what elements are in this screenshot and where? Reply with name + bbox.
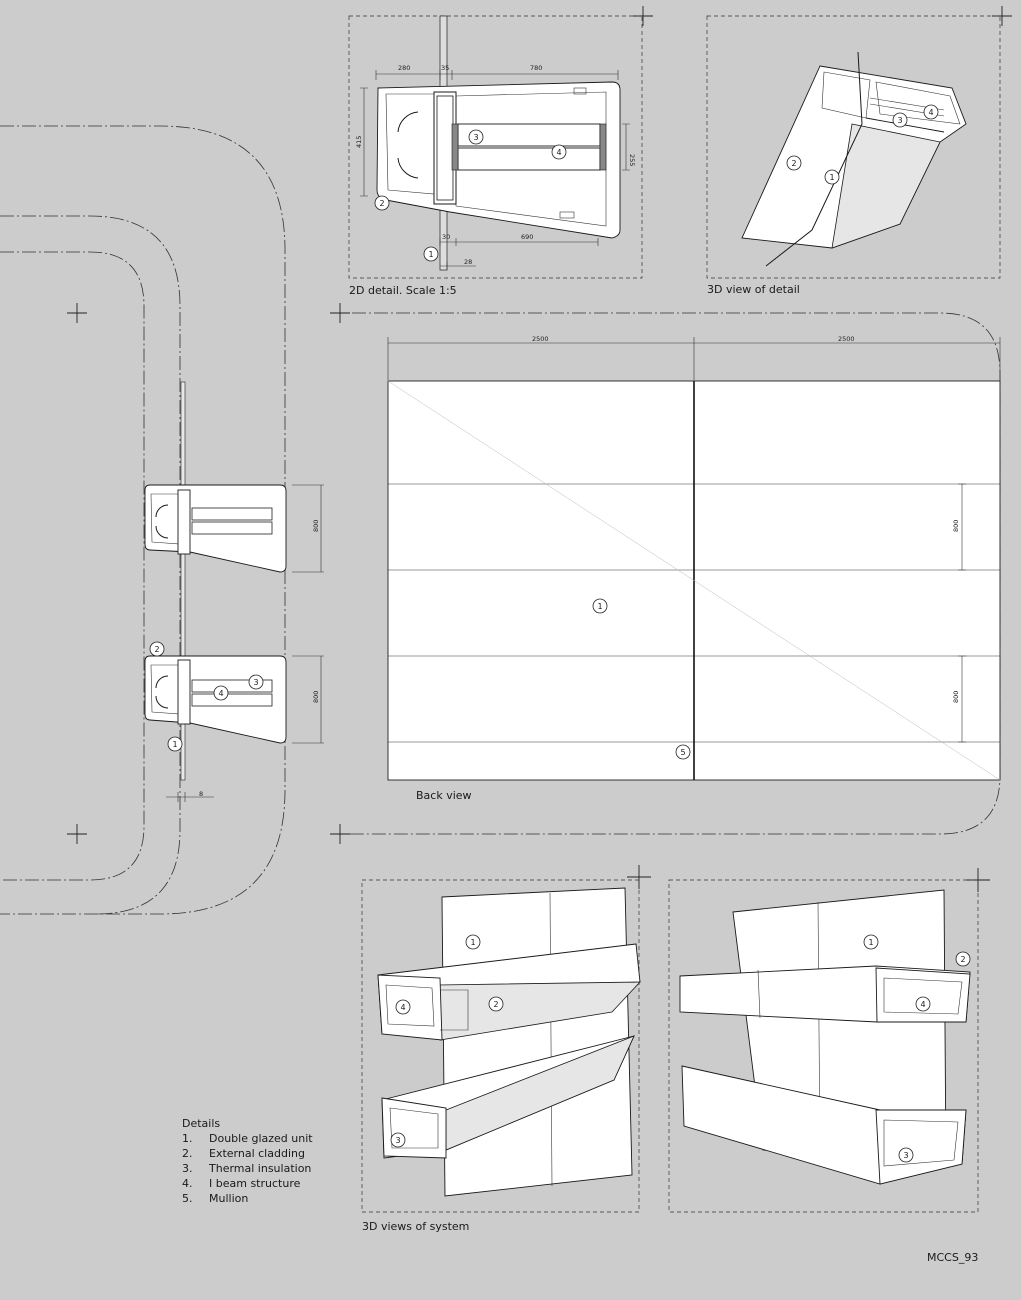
dim-2500-left: 2500 (532, 335, 549, 343)
legend-text: I beam structure (209, 1177, 301, 1190)
back-view-markers: 1 5 (592, 598, 691, 760)
svg-text:3: 3 (395, 1136, 400, 1145)
svg-text:4: 4 (928, 108, 933, 117)
svg-text:1: 1 (868, 938, 873, 947)
detail-3d-title: 3D view of detail (707, 283, 800, 296)
system-3d-left (361, 879, 641, 1213)
svg-text:3: 3 (903, 1151, 908, 1160)
legend-num: 3. (182, 1162, 193, 1175)
legend-text: External cladding (209, 1147, 305, 1160)
dim-35: 35 (441, 64, 449, 72)
dim-255: 255 (628, 154, 636, 166)
legend-text: Double glazed unit (209, 1132, 313, 1145)
legend: Details 1. Double glazed unit 2. Externa… (182, 1117, 313, 1205)
svg-text:1: 1 (172, 740, 177, 749)
svg-text:2: 2 (493, 1000, 498, 1009)
dim-280: 280 (398, 64, 410, 72)
svg-text:3: 3 (897, 116, 902, 125)
dim-800-back-lower: 800 (952, 691, 960, 703)
detail-3d-frame (706, 15, 1001, 279)
section-markers: 2 3 4 1 (149, 641, 264, 752)
detail-2d-markers: 3 4 2 1 (374, 129, 567, 262)
svg-text:1: 1 (428, 250, 433, 259)
svg-text:2: 2 (791, 159, 796, 168)
legend-num: 5. (182, 1192, 193, 1205)
svg-text:4: 4 (218, 689, 223, 698)
legend-text: Thermal insulation (208, 1162, 311, 1175)
dim-415: 415 (355, 136, 363, 148)
detail-2d-frame (348, 15, 643, 279)
svg-text:4: 4 (920, 1000, 925, 1009)
svg-text:2: 2 (154, 645, 159, 654)
dim-800-section-lower: 800 (312, 691, 320, 703)
svg-text:2: 2 (379, 199, 384, 208)
svg-text:4: 4 (556, 148, 561, 157)
system-3d-title: 3D views of system (362, 1220, 469, 1233)
sheet-code: MCCS_93 (927, 1251, 978, 1264)
dim-28: 28 (464, 258, 472, 266)
back-view-title: Back view (416, 789, 472, 802)
back-view (387, 337, 1001, 781)
svg-text:1: 1 (470, 938, 475, 947)
detail-3d-markers: 4 3 2 1 (786, 104, 939, 185)
system-3d-right-markers: 1 2 4 3 (863, 934, 971, 1163)
svg-text:1: 1 (597, 602, 602, 611)
dim-800-section-upper: 800 (312, 520, 320, 532)
svg-text:1: 1 (829, 173, 834, 182)
svg-text:5: 5 (680, 748, 685, 757)
dim-30: 30 (442, 233, 450, 241)
svg-text:4: 4 (400, 1003, 405, 1012)
legend-heading: Details (182, 1117, 220, 1130)
legend-num: 2. (182, 1147, 193, 1160)
legend-num: 1. (182, 1132, 193, 1145)
dim-8: 8 (199, 790, 203, 798)
detail-2d-title: 2D detail. Scale 1:5 (349, 284, 457, 297)
svg-text:3: 3 (473, 133, 478, 142)
dim-690: 690 (521, 233, 533, 241)
dim-800-back-upper: 800 (952, 520, 960, 532)
system-3d-left-markers: 1 4 2 3 (390, 934, 504, 1148)
legend-num: 4. (182, 1177, 193, 1190)
dim-780: 780 (530, 64, 542, 72)
dim-2500-right: 2500 (838, 335, 855, 343)
legend-text: Mullion (209, 1192, 248, 1205)
svg-text:2: 2 (960, 955, 965, 964)
system-3d-right (668, 879, 979, 1213)
svg-text:3: 3 (253, 678, 258, 687)
